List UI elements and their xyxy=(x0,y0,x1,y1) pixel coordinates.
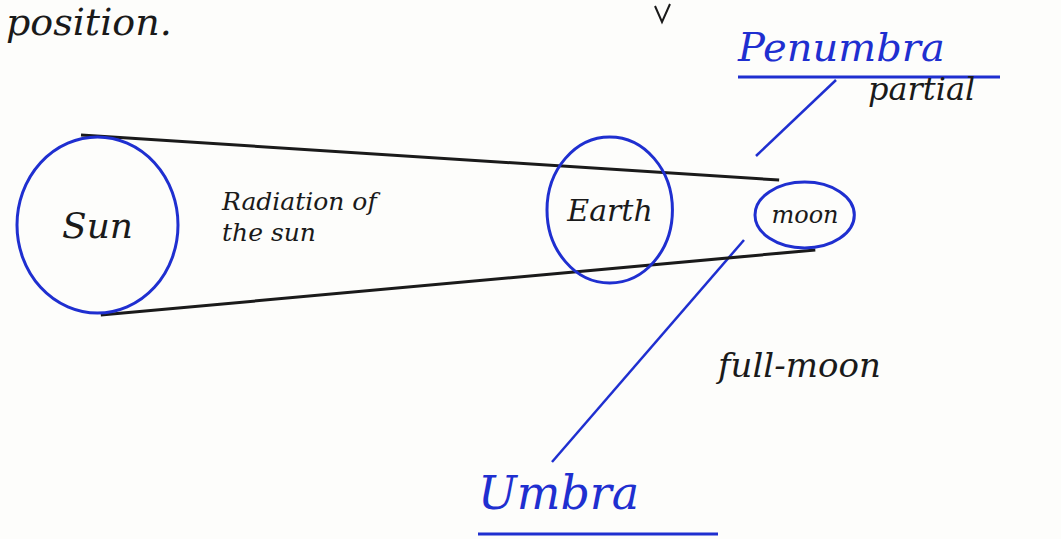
body-name: Earth xyxy=(567,193,653,228)
annotation: Radiation of the sun xyxy=(222,186,382,249)
tick-mark xyxy=(655,4,670,22)
body-name: Sun xyxy=(62,205,133,246)
body-name: moon xyxy=(771,201,838,229)
underline xyxy=(478,533,718,536)
moon-circle: moon xyxy=(753,180,856,250)
region-label: Penumbra xyxy=(738,24,945,70)
note-text: full-moon xyxy=(718,345,881,385)
leader-line xyxy=(756,80,836,156)
light-ray xyxy=(81,135,779,180)
region-label: Umbra xyxy=(478,466,639,520)
note-text: partial xyxy=(868,70,975,108)
sun-circle: Sun xyxy=(15,135,180,315)
note-text: position. xyxy=(6,0,172,44)
light-ray xyxy=(101,250,816,315)
earth-circle: Earth xyxy=(545,135,674,285)
